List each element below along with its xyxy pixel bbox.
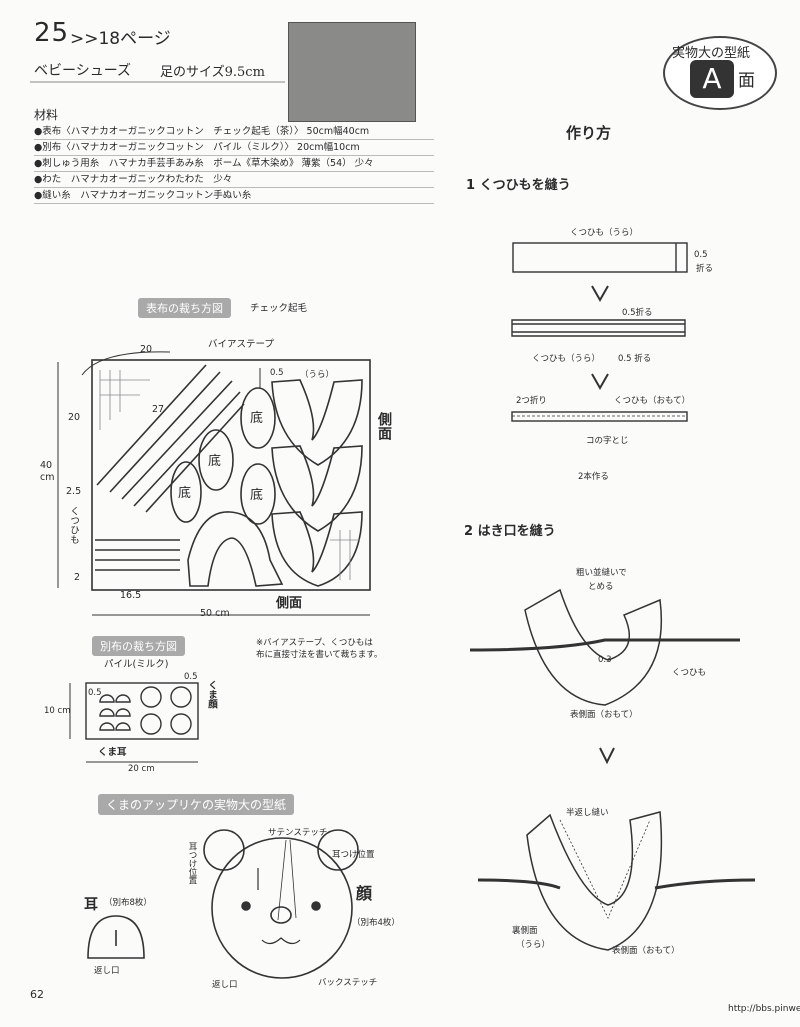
project-title: ベビーシューズ	[34, 63, 132, 79]
half-back-stitch-label: 半返し縫い	[566, 808, 609, 818]
sole-label: 底	[208, 454, 222, 469]
step2-title: 2 はき口を縫う	[464, 524, 556, 539]
ear-position-left: 耳つけ位置	[187, 842, 197, 885]
side-label-bottom: 側面	[276, 596, 303, 611]
stop-label: とめる	[588, 582, 614, 592]
bias-tape-label: バイアステープ	[208, 339, 274, 350]
dim-2: 2	[74, 572, 81, 583]
sub-cutting-title: 別布の裁ち方図	[92, 636, 185, 656]
side-label: 側面	[376, 412, 392, 440]
lace-label: くつひも	[68, 506, 79, 544]
cutting-note: ※バイアステープ、くつひもは 布に直接寸法を書いて裁ちます。	[256, 638, 383, 660]
sole-label: 底	[178, 486, 192, 501]
ear-count: （別布8枚）	[104, 898, 152, 908]
face-count: （別布4枚）	[352, 918, 400, 928]
material-item: ●別布〈ハマナカオーガニックコットン パイル（ミルク）〉 20cm幅10cm	[34, 140, 434, 156]
shoe-size: 足のサイズ9.5cm	[160, 65, 265, 80]
outer-side-label: 表側面（おもて）	[570, 710, 638, 720]
rough-stitch-label: 粗い並縫いで	[576, 568, 627, 578]
dim-27: 27	[152, 404, 165, 415]
badge-label: 実物大の型紙	[672, 46, 751, 61]
main-cutting-title: 表布の裁ち方図	[138, 298, 231, 318]
two-make-label: 2本作る	[578, 472, 609, 482]
return-opening-face: 返し口	[212, 980, 238, 990]
material-item: ●刺しゅう用糸 ハマナカ手芸手あみ糸 ボーム《草木染め》 薄紫（54） 少々	[34, 156, 434, 172]
dim-0-5-side: 0.5	[270, 368, 284, 378]
dim-20cm-sub: 20 cm	[128, 764, 155, 774]
face-label: 顔	[356, 884, 373, 903]
lace-label-step2: くつひも	[672, 668, 707, 678]
inner-side-label: 裏側面	[512, 926, 538, 936]
lace-ura-label: くつひも（うら）	[570, 228, 639, 238]
two-fold-label: 2つ折り	[516, 396, 547, 406]
step1-diagram	[511, 242, 688, 422]
satin-stitch-label: サテンステッチ	[268, 828, 328, 838]
ko-stitch-label: コの字とじ	[586, 436, 629, 446]
bear-face-label: くま顔	[206, 680, 217, 709]
dim-10cm: 10 cm	[44, 706, 71, 716]
dim-0-5-sub-a: 0.5	[88, 688, 102, 698]
dim-20-top: 20	[140, 344, 153, 355]
badge-letter: A	[690, 60, 734, 98]
step2-diagram	[469, 588, 756, 951]
fold-0-5-third: 0.5 折る	[618, 354, 652, 364]
dim-50cm: 50 cm	[200, 608, 230, 619]
material-item: ●表布〈ハマナカオーガニックコットン チェック起毛（茶）〉 50cm幅40cm	[34, 124, 434, 140]
main-cutting-diagram	[91, 359, 371, 591]
main-dimension-lines	[57, 351, 370, 616]
page-number: 62	[30, 988, 44, 1001]
applique-title: くまのアップリケの実物大の型紙	[98, 794, 295, 815]
bear-ear-label: くま耳	[98, 747, 127, 758]
material-item: ●わた ハマナカオーガニックわたわた 少々	[34, 172, 434, 188]
ura-label: （うら）	[300, 370, 335, 380]
material-item: ●縫い糸 ハマナカオーガニックコットン手ぬい糸	[34, 188, 434, 204]
ear-label: 耳	[84, 897, 98, 913]
sub-cutting-diagram	[69, 682, 199, 763]
dim-16-5: 16.5	[120, 590, 142, 601]
fold-word: 折る	[696, 264, 714, 274]
dim-2-5: 2.5	[66, 486, 82, 497]
materials-list: ●表布〈ハマナカオーガニックコットン チェック起毛（茶）〉 50cm幅40cm …	[34, 124, 434, 204]
badge-suffix: 面	[738, 71, 755, 91]
fold-0-5: 0.5	[694, 250, 708, 260]
back-stitch-label: バックステッチ	[318, 978, 378, 988]
return-opening-ear: 返し口	[94, 966, 120, 976]
main-fabric-label: チェック起毛	[250, 303, 308, 314]
applique-pattern	[87, 829, 359, 979]
product-photo	[288, 22, 416, 122]
project-number: 25	[34, 18, 70, 48]
dim-0-5-sub-b: 0.5	[184, 672, 198, 682]
lace-omote-label: くつひも（おもて）	[614, 396, 691, 406]
ear-position-right: 耳つけ位置	[332, 850, 375, 860]
lace-ura-label-2: くつひも（うら）	[532, 354, 601, 364]
dim-40: 40	[40, 460, 53, 471]
dim-20-left: 20	[68, 412, 81, 423]
sub-fabric-label: パイル(ミルク)	[104, 659, 169, 670]
howto-title: 作り方	[566, 124, 612, 142]
outer-side-label-2: 表側面（おもて）	[612, 946, 680, 956]
sole-label: 底	[250, 488, 264, 503]
fold-0-5-second: 0.5折る	[622, 308, 653, 318]
page-reference: >>18ページ	[70, 29, 171, 49]
materials-title: 材料	[34, 108, 59, 122]
sole-label: 底	[250, 411, 264, 426]
step1-title: 1 くつひもを縫う	[466, 178, 571, 193]
dim-0-3: 0.3	[598, 655, 612, 665]
dim-cm: cm	[40, 472, 55, 483]
footer-url: http://bbs.pinwei.org	[728, 1004, 800, 1014]
inner-ura-label: （うら）	[516, 940, 551, 950]
